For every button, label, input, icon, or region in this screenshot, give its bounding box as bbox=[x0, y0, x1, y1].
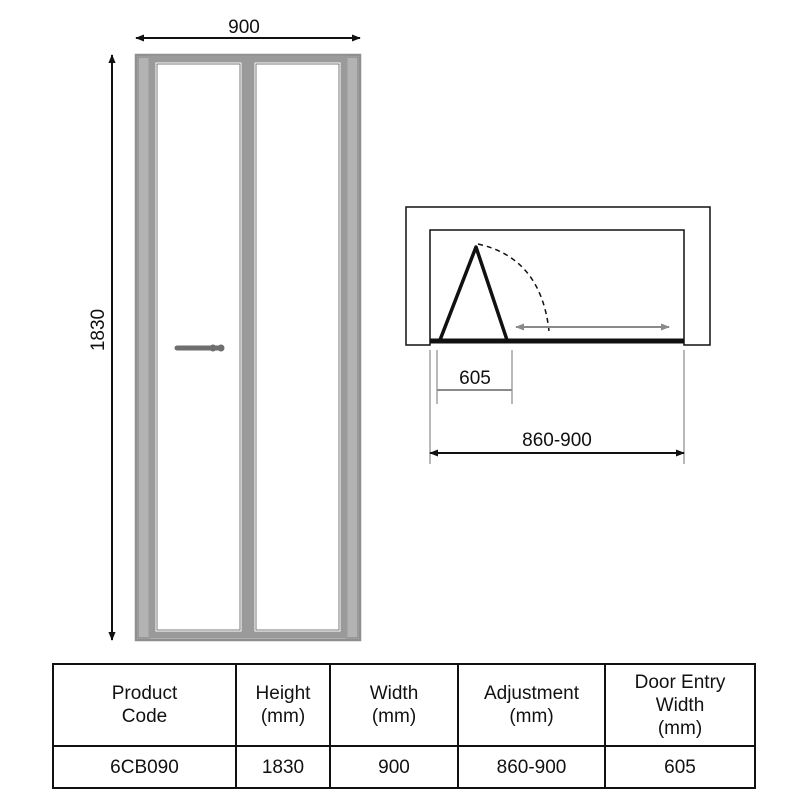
door-handle bbox=[174, 344, 225, 352]
specification-table: Product Code Height (mm) Width (mm) Adju… bbox=[52, 663, 756, 789]
table-row: 6CB090 1830 900 860-900 605 bbox=[52, 745, 756, 789]
adjustment-label: 860-900 bbox=[522, 430, 592, 451]
plan-view bbox=[405, 206, 711, 346]
cell-door-entry-width: 605 bbox=[604, 745, 756, 789]
right-wall-profile bbox=[345, 56, 359, 639]
header-product-code: Product Code bbox=[52, 663, 237, 747]
left-door-panel bbox=[148, 55, 249, 639]
door-swing-arc bbox=[477, 243, 550, 332]
cell-width: 900 bbox=[329, 745, 459, 789]
right-glass bbox=[255, 63, 340, 631]
folded-door-panels bbox=[438, 245, 509, 341]
entry-width-label: 605 bbox=[459, 368, 491, 389]
adjustment-dimension: 860-900 bbox=[429, 350, 685, 464]
door-outer-frame bbox=[134, 53, 362, 642]
header-width: Width (mm) bbox=[329, 663, 459, 747]
entry-width-dimension: 605 bbox=[436, 350, 513, 404]
cell-product-code: 6CB090 bbox=[52, 745, 237, 789]
header-adjustment: Adjustment (mm) bbox=[457, 663, 606, 747]
width-dimension: 900 bbox=[135, 17, 361, 42]
header-height: Height (mm) bbox=[235, 663, 331, 747]
header-door-entry-width: Door Entry Width (mm) bbox=[604, 663, 756, 747]
height-dimension: 1830 bbox=[88, 54, 116, 641]
enclosure-walls bbox=[405, 206, 711, 346]
left-wall-profile bbox=[137, 56, 151, 639]
front-elevation bbox=[134, 53, 362, 642]
table-header-row: Product Code Height (mm) Width (mm) Adju… bbox=[52, 663, 756, 747]
width-dimension-label: 900 bbox=[228, 17, 260, 38]
right-door-panel bbox=[247, 55, 348, 639]
height-dimension-label: 1830 bbox=[88, 309, 109, 351]
cell-adjustment: 860-900 bbox=[457, 745, 606, 789]
cell-height: 1830 bbox=[235, 745, 331, 789]
